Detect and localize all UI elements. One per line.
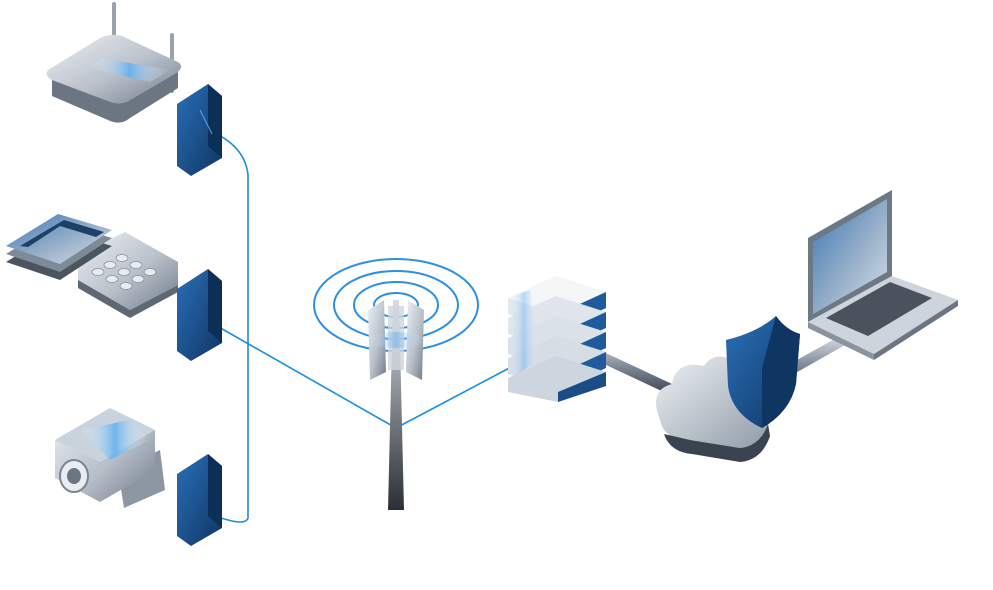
server-unit-5 bbox=[508, 356, 606, 402]
shield-icon bbox=[726, 316, 800, 428]
wire-link-modems bbox=[207, 129, 249, 523]
wireless-link-terminal-to-tower bbox=[209, 321, 397, 429]
cellular-modem-2 bbox=[177, 269, 222, 361]
wireless-link-tower-to-server bbox=[395, 364, 516, 429]
laptop-icon bbox=[808, 190, 958, 360]
links bbox=[207, 129, 516, 523]
security-camera-icon bbox=[55, 408, 165, 508]
cellular-modem-1 bbox=[177, 84, 222, 176]
server-rack-icon bbox=[508, 276, 606, 402]
wifi-router-icon bbox=[46, 2, 181, 123]
payment-terminal-icon bbox=[6, 214, 178, 318]
cellular-modem-3 bbox=[177, 454, 222, 546]
cell-tower-icon bbox=[313, 258, 479, 510]
card-stack-icon bbox=[6, 214, 112, 280]
